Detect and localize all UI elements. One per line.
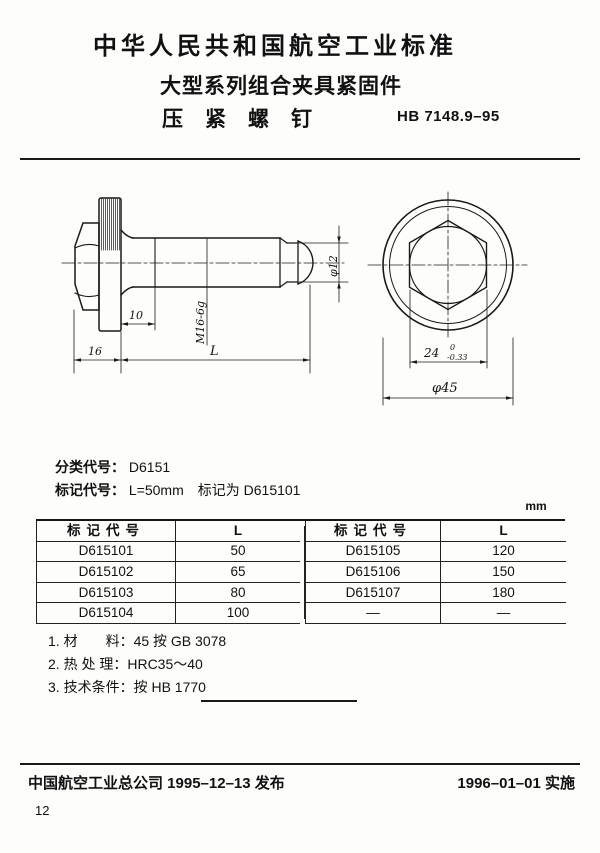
col-header-code: 标记代号 xyxy=(37,521,176,542)
dim-label-across-flats: 24 xyxy=(423,346,439,360)
document-title: 大型系列组合夹具紧固件 xyxy=(160,75,402,98)
table-cell: D615102 xyxy=(37,562,176,583)
table-cell: — xyxy=(441,603,566,624)
table-cell: 50 xyxy=(176,542,300,563)
classification-code-label: 分类代号： xyxy=(55,459,125,475)
classification-code-line: 分类代号： D6151 xyxy=(55,457,170,477)
standard-org-title: 中华人民共和国航空工业标准 xyxy=(93,33,457,60)
table-cell: D615106 xyxy=(306,562,441,583)
table-cell: D615104 xyxy=(37,603,176,624)
knurled-flange xyxy=(98,197,122,332)
dim-label-flange-dia: φ45 xyxy=(432,381,458,396)
table-cell: D615101 xyxy=(37,541,176,563)
table-cell: 80 xyxy=(176,583,300,604)
table-unit-label: mm xyxy=(525,499,547,513)
table-cell: 150 xyxy=(441,562,566,583)
table-cell: 100 xyxy=(176,603,300,624)
table-cell: 120 xyxy=(441,542,566,563)
tip-cylinder xyxy=(286,240,299,285)
classification-code-value: D6151 xyxy=(128,459,171,475)
size-table-left: 标记代号 L D615101 50 D615102 65 D615103 80 … xyxy=(36,521,300,624)
dim-label-thread: M16-6g xyxy=(194,301,207,345)
header-divider-rule xyxy=(20,158,580,160)
dim-label-length: L xyxy=(209,344,219,359)
knurl-hatching xyxy=(101,198,120,251)
col-header-code: 标记代号 xyxy=(306,521,441,542)
dim-tol-upper: 0 xyxy=(450,343,455,352)
dim-label-head-width: 16 xyxy=(88,345,102,358)
table-cell: — xyxy=(306,603,441,624)
end-of-content-rule xyxy=(201,700,357,702)
col-header-length: L xyxy=(176,521,300,542)
note-technical-conditions: 3. 技术条件：按 HB 1770 xyxy=(48,679,206,695)
marking-code-label: 标记代号： xyxy=(55,482,125,498)
publisher-release-line: 中国航空工业总公司 1995–12–13 发布 xyxy=(28,775,285,792)
footer-divider-rule xyxy=(20,763,580,765)
flange-outer-circle xyxy=(382,199,514,331)
implementation-date: 1996–01–01 实施 xyxy=(457,775,575,792)
size-table: 标记代号 L D615101 50 D615102 65 D615103 80 … xyxy=(36,519,566,624)
note-material: 1. 材 料：45 按 GB 3078 xyxy=(48,633,227,649)
tip-dome xyxy=(297,240,314,285)
standard-number: HB 7148.9–95 xyxy=(397,108,500,125)
marking-code-line: 标记代号： L=50mm 标记为 D615101 xyxy=(55,480,300,500)
marking-code-value: L=50mm 标记为 D615101 xyxy=(128,482,301,498)
technical-drawing: 10 16 L M16-6g φ12 24 0 xyxy=(61,191,528,406)
dim-tol-lower: -0.33 xyxy=(447,353,468,362)
shank-outline xyxy=(132,237,281,288)
dim-label-tip-dia: φ12 xyxy=(327,255,340,277)
note-heat-treatment: 2. 热 处 理：HRC35～40 xyxy=(48,656,203,672)
table-cell: D615105 xyxy=(306,541,441,563)
size-table-right: 标记代号 L D615105 120 D615106 150 D615107 1… xyxy=(305,521,566,624)
table-cell: D615103 xyxy=(37,582,176,604)
extension-lines xyxy=(73,284,311,374)
document-subtitle: 压紧螺钉 xyxy=(162,108,334,131)
table-cell: D615107 xyxy=(306,582,441,604)
side-view: 10 16 L M16-6g φ12 xyxy=(61,197,349,374)
flange-inner-circle xyxy=(389,206,507,324)
dim-label-unthreaded: 10 xyxy=(129,309,143,322)
table-cell: 180 xyxy=(441,583,566,604)
page-number: 12 xyxy=(35,803,50,818)
col-header-length: L xyxy=(441,521,566,542)
front-view: 24 0 -0.33 φ45 xyxy=(367,191,528,406)
hex-inscribed-circle xyxy=(408,225,488,305)
hexagon-outline xyxy=(408,219,488,311)
table-cell: 65 xyxy=(176,562,300,583)
